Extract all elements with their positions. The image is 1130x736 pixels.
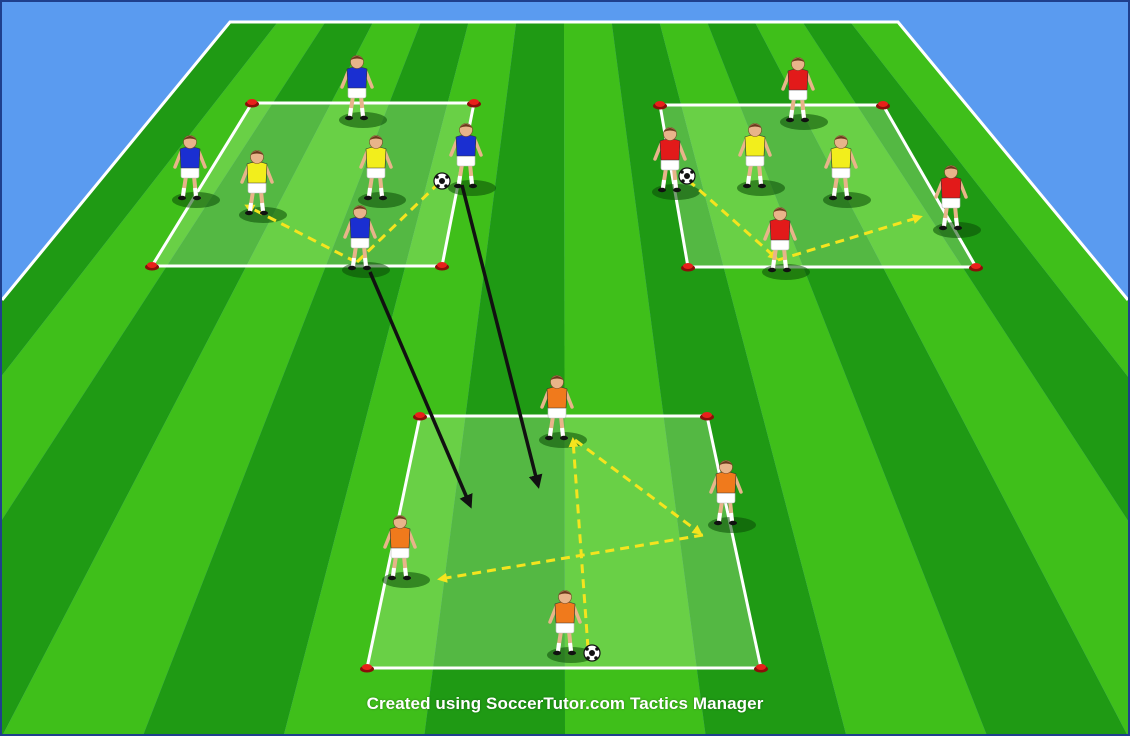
pitch-stripe — [754, 22, 1128, 736]
pass-arrow-icon — [355, 180, 442, 264]
player-figure-icon — [540, 375, 574, 441]
pass-arrow-icon — [568, 437, 590, 649]
player-figure-icon — [781, 57, 815, 123]
cones-layer — [145, 99, 983, 673]
training-cone-icon — [876, 101, 890, 110]
pass-arrow-icon — [777, 214, 923, 262]
balls-layer — [433, 167, 696, 662]
player-figure-icon — [709, 460, 743, 526]
pitch-stripe — [2, 22, 278, 736]
arrows-layer — [244, 178, 923, 649]
player-figure-icon — [449, 123, 483, 189]
pitch-stripe — [283, 22, 517, 736]
training-cone-icon — [435, 262, 449, 271]
player-figure-icon — [763, 207, 797, 273]
player-figure-icon — [340, 55, 374, 121]
soccer-ball-icon — [678, 167, 696, 185]
player-figure-icon — [173, 135, 207, 201]
training-cone-icon — [681, 263, 695, 272]
training-cone-icon — [754, 664, 768, 673]
pitch-stripe — [707, 22, 1128, 736]
pitch-stripe — [424, 22, 565, 736]
watermark-text: Created using SoccerTutor.com Tactics Ma… — [366, 694, 764, 713]
pitch-boundary-line — [0, 20, 1130, 301]
player-figure-icon — [824, 135, 858, 201]
player-figure-icon — [548, 590, 582, 656]
players-layer — [173, 55, 968, 656]
player-figure-icon — [359, 135, 393, 201]
pitch-stripe — [659, 22, 988, 736]
training-cone-icon — [245, 99, 259, 108]
player-figure-icon — [653, 127, 687, 193]
pass-arrow-icon — [687, 178, 779, 260]
pitch-stripe — [564, 22, 706, 736]
training-cone-icon — [653, 101, 667, 110]
pitch-stripe — [611, 22, 847, 736]
training-cone-icon — [413, 412, 427, 421]
soccer-ball-icon — [433, 172, 451, 190]
movement-arrow-icon — [460, 184, 543, 489]
training-cone-icon — [145, 262, 159, 271]
training-cone-icon — [360, 664, 374, 673]
movement-arrow-icon — [368, 271, 473, 509]
player-figure-icon — [383, 515, 417, 581]
player-figure-icon — [343, 205, 377, 271]
training-cone-icon — [969, 263, 983, 272]
pitch-stripes — [2, 22, 1128, 736]
player-figure-icon — [738, 123, 772, 189]
pitch-stripe — [850, 22, 1128, 736]
pass-arrow-icon — [244, 204, 357, 264]
soccer-ball-icon — [583, 644, 601, 662]
pass-arrow-icon — [574, 438, 703, 535]
pitch-stripe — [2, 22, 421, 736]
player-figure-icon — [934, 165, 968, 231]
training-cone-icon — [467, 99, 481, 108]
player-figure-icon — [240, 150, 274, 216]
pitch-stripe — [2, 22, 374, 736]
training-cone-icon — [700, 412, 714, 421]
